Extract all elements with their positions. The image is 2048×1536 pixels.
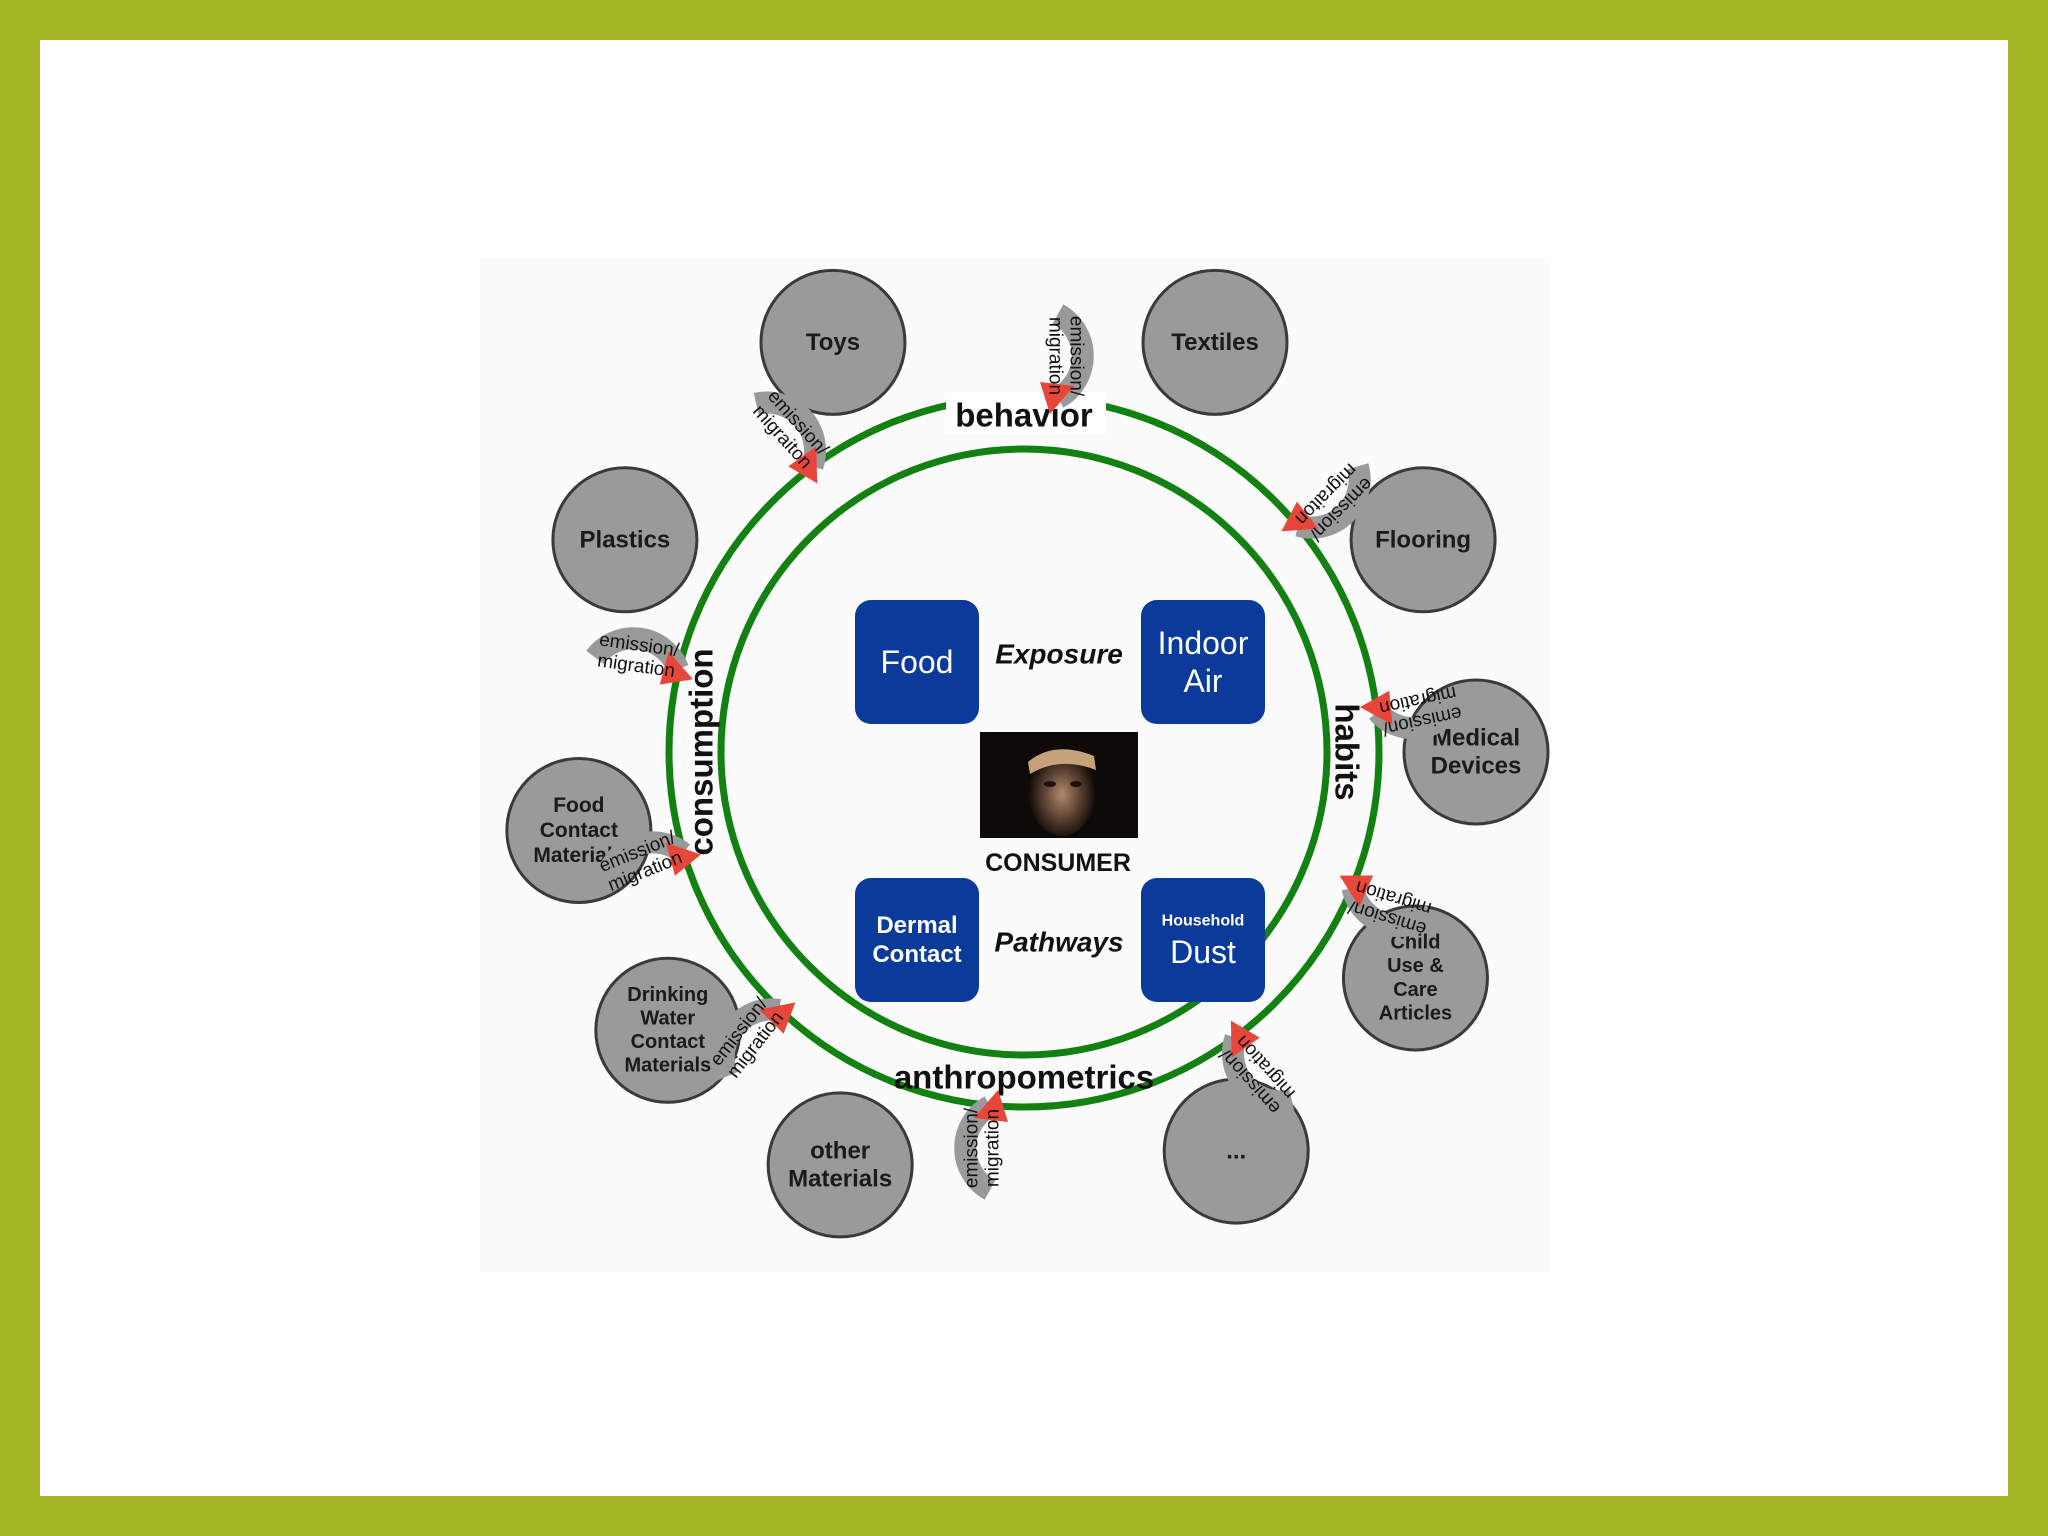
source-circle <box>551 466 699 614</box>
source-node: Plastics <box>551 466 699 614</box>
source-node: Textiles <box>1141 268 1289 416</box>
consumer-photo <box>980 732 1138 838</box>
source-label: Devices <box>1431 753 1522 780</box>
pathway-label: Indoor <box>1158 625 1249 661</box>
pathway-box-dermal-contact <box>855 878 979 1002</box>
slide-canvas: behavior habits anthropometrics consumption… <box>40 40 2008 1496</box>
source-label: other <box>810 1137 870 1164</box>
arrow-head <box>1360 690 1393 725</box>
consumer-label: CONSUMER <box>985 849 1131 877</box>
arrow-head <box>759 1002 796 1034</box>
source-label: Use & <box>1387 955 1444 977</box>
source-label: Contact <box>540 819 618 842</box>
pathway-box-indoor-air <box>1141 600 1265 724</box>
source-label: Food <box>553 794 604 817</box>
source-label: Articles <box>1379 1002 1452 1024</box>
source-label: Toys <box>806 329 860 356</box>
pathway-label: Household <box>1162 913 1245 930</box>
inner-ring <box>717 445 1331 1059</box>
source-label: ... <box>1226 1138 1246 1165</box>
arrow-head <box>1281 501 1319 532</box>
arrow-head <box>974 1090 1008 1122</box>
ring-label-consumption: consumption <box>683 648 720 855</box>
pathways-label: Pathways <box>994 927 1123 958</box>
pathway-box-food <box>855 600 979 724</box>
pathway-box-household-dust <box>1141 878 1265 1002</box>
pathway-label: Air <box>1183 663 1222 699</box>
arrow-head <box>1040 382 1074 414</box>
arrow-label: emission/ <box>1066 316 1087 397</box>
arrow-head <box>1339 875 1374 907</box>
source-label: Drinking <box>627 984 708 1006</box>
exposure-label: Exposure <box>995 639 1123 670</box>
source-label: Water <box>640 1007 695 1029</box>
pathway-label: Dermal <box>876 912 957 939</box>
source-node: Toys <box>759 268 907 416</box>
emission-migration-arrow: emission/migration <box>1360 682 1471 739</box>
source-label: Flooring <box>1375 526 1471 553</box>
source-node: Flooring <box>1349 466 1497 614</box>
ring-label-behavior: behavior <box>955 397 1093 434</box>
emission-migration-arrow: emission/migration <box>954 1090 1008 1200</box>
source-label: Care <box>1393 979 1437 1001</box>
behavior-label-bg <box>946 392 1106 434</box>
pathway-label: Food <box>881 644 954 680</box>
source-circle <box>759 268 907 416</box>
pathway-label: Contact <box>872 941 961 968</box>
ring-label-habits: habits <box>1329 703 1366 800</box>
arrow-head <box>1230 1020 1260 1058</box>
emission-migration-arrow: emission/migration <box>1040 304 1094 414</box>
source-circle <box>1141 268 1289 416</box>
source-circle <box>1341 904 1489 1052</box>
arrow-head <box>659 651 693 685</box>
arrow-head <box>665 842 701 876</box>
source-label: Textiles <box>1171 329 1259 356</box>
source-label: Child <box>1390 932 1440 954</box>
source-circle <box>766 1091 914 1239</box>
source-label: Materials <box>788 1166 892 1193</box>
ring-label-anthropometrics: anthropometrics <box>894 1059 1154 1096</box>
source-circle <box>1349 466 1497 614</box>
arrow-label: migration <box>983 1109 1004 1187</box>
source-label: Plastics <box>580 526 671 553</box>
exposure-pathways-diagram: behavior habits anthropometrics consumption… <box>480 258 1550 1272</box>
arrow-label: emission/ <box>962 1107 983 1188</box>
arrow-head <box>788 446 818 484</box>
source-label: Materials <box>624 1055 711 1077</box>
source-label: Contact <box>631 1031 706 1053</box>
arrow-label: migration <box>1045 317 1066 395</box>
pathway-label: Dust <box>1170 934 1236 970</box>
